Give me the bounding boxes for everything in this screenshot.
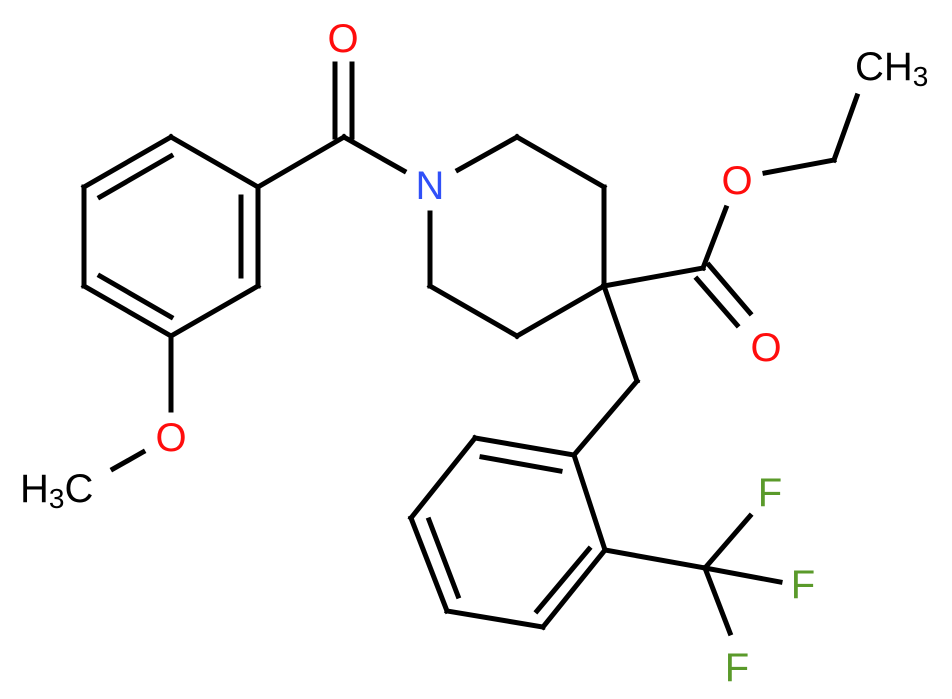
- ethyl-ch3-label: CH3: [855, 45, 928, 92]
- bond-o-ch2: [762, 157, 837, 176]
- ester-carbonyl-oxygen-label: O: [750, 326, 781, 370]
- carbonyl-oxygen-label: O: [327, 17, 358, 61]
- ester-ether-oxygen-label: O: [721, 159, 752, 203]
- bond-ring-cf3: [602, 547, 708, 571]
- bond-carbonyl-ring: [254, 133, 348, 191]
- carbonyl-double-bond: [332, 61, 355, 140]
- fluorine-1-label: F: [758, 471, 782, 515]
- fluorine-3-label: F: [725, 646, 749, 690]
- piperidine-ring: [426, 133, 608, 340]
- methoxy-oxygen-label: O: [155, 416, 186, 460]
- bond-methoxy-o-ch3: [109, 448, 147, 473]
- bond-c4-ester-c: [601, 265, 706, 289]
- bond-ch2-ch3: [830, 92, 861, 164]
- bond-ch2-ring2: [570, 377, 641, 459]
- bond-cf3-f3: [701, 564, 734, 637]
- bond-cf3-f1: [701, 512, 754, 572]
- bond-cf3-f2: [702, 565, 783, 585]
- trifluoromethylphenyl-ring: [407, 434, 609, 631]
- methoxyphenyl-ring: [80, 133, 262, 340]
- methoxy-ch3-label: H3C: [20, 467, 93, 514]
- bond-carbonyl-n: [340, 133, 408, 175]
- bond-c4-ch2: [600, 282, 641, 385]
- fluorine-2-label: F: [791, 563, 815, 607]
- nitrogen-label: N: [416, 164, 445, 208]
- bond-ester-c-o-ether: [699, 204, 730, 272]
- ester-carbonyl-double-bond: [693, 261, 754, 329]
